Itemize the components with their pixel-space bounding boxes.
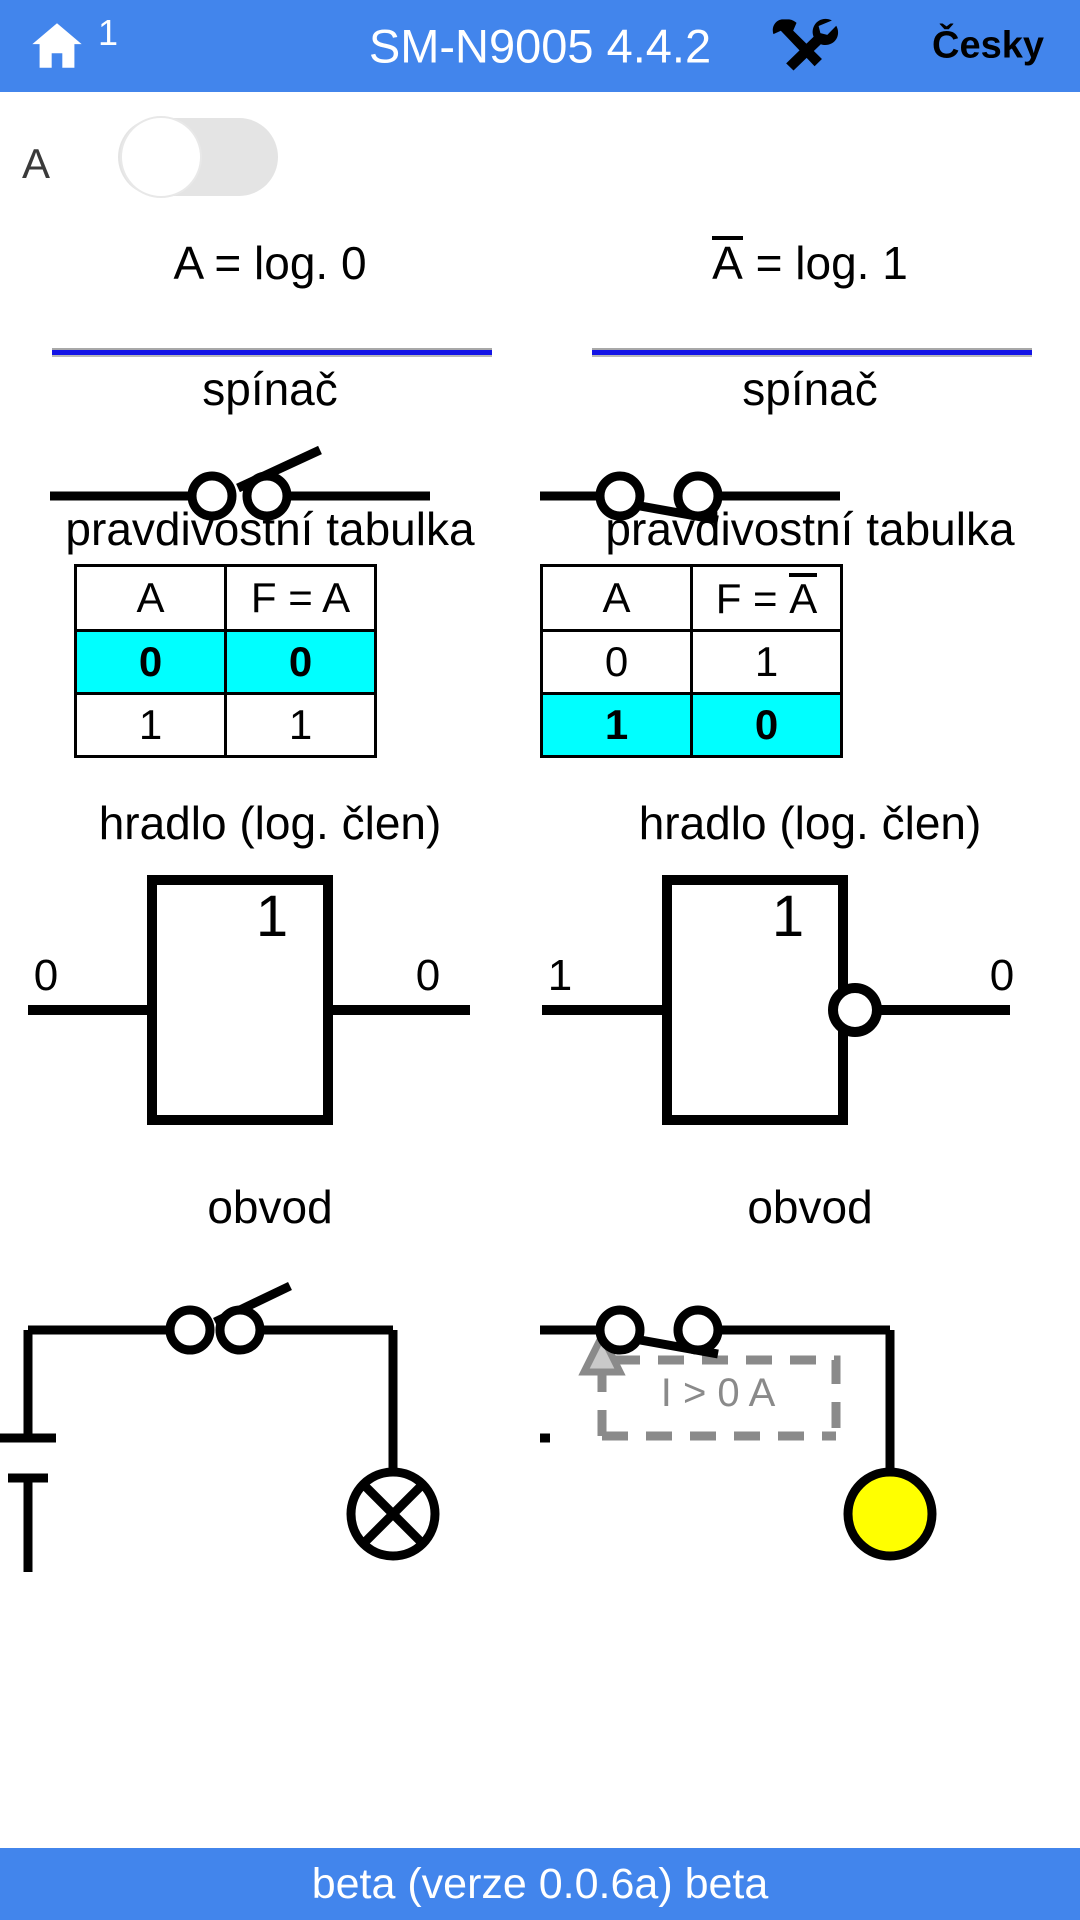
table-cell-a: 0 xyxy=(74,629,227,695)
equation-variable-negated: A xyxy=(712,236,743,289)
toggle-label: A xyxy=(22,140,51,187)
app-header: 1 SM-N9005 4.4.2 Česky xyxy=(0,0,1080,92)
current-arrow-icon xyxy=(578,1328,626,1376)
table-row: 0 0 xyxy=(74,629,377,695)
equation-variable: A xyxy=(173,237,202,289)
equation-value: = log. 1 xyxy=(742,237,908,289)
table-header-a: A xyxy=(74,564,227,632)
table-cell-f: 1 xyxy=(224,692,377,758)
gate-caption: hradlo (log. člen) xyxy=(638,797,982,849)
page-title: SM-N9005 4.4.2 xyxy=(368,19,712,73)
table-row: 1 0 xyxy=(540,692,843,758)
table-row: 1 1 xyxy=(74,692,377,758)
table-cell-f: 0 xyxy=(224,629,377,695)
tools-icon xyxy=(767,16,841,79)
truth-table-caption: pravdivostní tabulka xyxy=(605,503,1015,555)
table-header-row: A F = A xyxy=(74,564,377,632)
table-cell-a: 1 xyxy=(74,692,227,758)
equation-heading: A = log. 1 xyxy=(540,236,1080,290)
home-button[interactable] xyxy=(24,13,90,79)
switch-symbol-open xyxy=(0,440,540,530)
circuit-diagram-off xyxy=(0,1242,540,1612)
heading-divider xyxy=(52,350,492,355)
app-footer: beta (verze 0.0.6a) beta xyxy=(0,1848,1080,1920)
equation-value: = log. 0 xyxy=(201,237,367,289)
column-right: A = log. 1 spínač pravdivostní tabulka A… xyxy=(460,212,1080,1848)
gate-input-label: 0 xyxy=(34,951,58,1000)
circuit-diagram-on: I > 0 A xyxy=(460,1242,1080,1612)
gate-symbol-label: 1 xyxy=(256,884,288,949)
table-header-f-negated-var: A xyxy=(789,573,818,622)
circuit-caption: obvod xyxy=(207,1181,333,1233)
gate-output-label: 0 xyxy=(416,951,440,1000)
truth-table: A F = A 0 0 1 1 xyxy=(74,564,377,758)
circuit-caption: obvod xyxy=(747,1181,873,1233)
table-cell-f: 0 xyxy=(690,692,843,758)
gate-output-label: 0 xyxy=(990,951,1014,1000)
toggle-knob[interactable] xyxy=(120,116,202,198)
gate-caption: hradlo (log. člen) xyxy=(98,797,442,849)
table-header-a: A xyxy=(540,564,693,632)
version-text: beta (verze 0.0.6a) beta xyxy=(311,1859,769,1908)
heading-divider xyxy=(592,350,1032,355)
gate-symbol-inverter: 1 1 0 xyxy=(540,860,1080,1160)
inverter-bubble-icon xyxy=(828,983,882,1037)
switch-caption: spínač xyxy=(742,363,878,415)
gate-input-label: 1 xyxy=(548,951,572,1000)
table-cell-a: 0 xyxy=(540,629,693,695)
home-icon xyxy=(26,17,88,75)
home-badge: 1 xyxy=(98,12,119,53)
column-left: A = log. 0 spínač pravdivostní tabulka A… xyxy=(0,212,540,1848)
gate-symbol-buffer: 1 0 0 xyxy=(0,860,540,1160)
current-label: I > 0 A xyxy=(661,1371,776,1415)
table-cell-f: 1 xyxy=(690,629,843,695)
gate-symbol-label: 1 xyxy=(772,884,804,949)
lamp-icon-off xyxy=(346,1467,440,1561)
table-header-f: F = A xyxy=(690,564,843,632)
table-cell-a: 1 xyxy=(540,692,693,758)
lamp-icon-on xyxy=(843,1467,937,1561)
table-row: 0 1 xyxy=(540,629,843,695)
language-button[interactable]: Česky xyxy=(932,24,1044,67)
input-toggle-row: A xyxy=(0,92,1080,212)
tools-button[interactable] xyxy=(762,16,846,78)
equation-heading: A = log. 0 xyxy=(0,236,540,290)
table-header-f: F = A xyxy=(224,564,377,632)
truth-table-caption: pravdivostní tabulka xyxy=(65,503,475,555)
switch-caption: spínač xyxy=(202,363,338,415)
current-path xyxy=(597,1355,841,1441)
truth-table: A F = A 0 1 1 0 xyxy=(540,564,843,758)
table-header-row: A F = A xyxy=(540,564,843,632)
